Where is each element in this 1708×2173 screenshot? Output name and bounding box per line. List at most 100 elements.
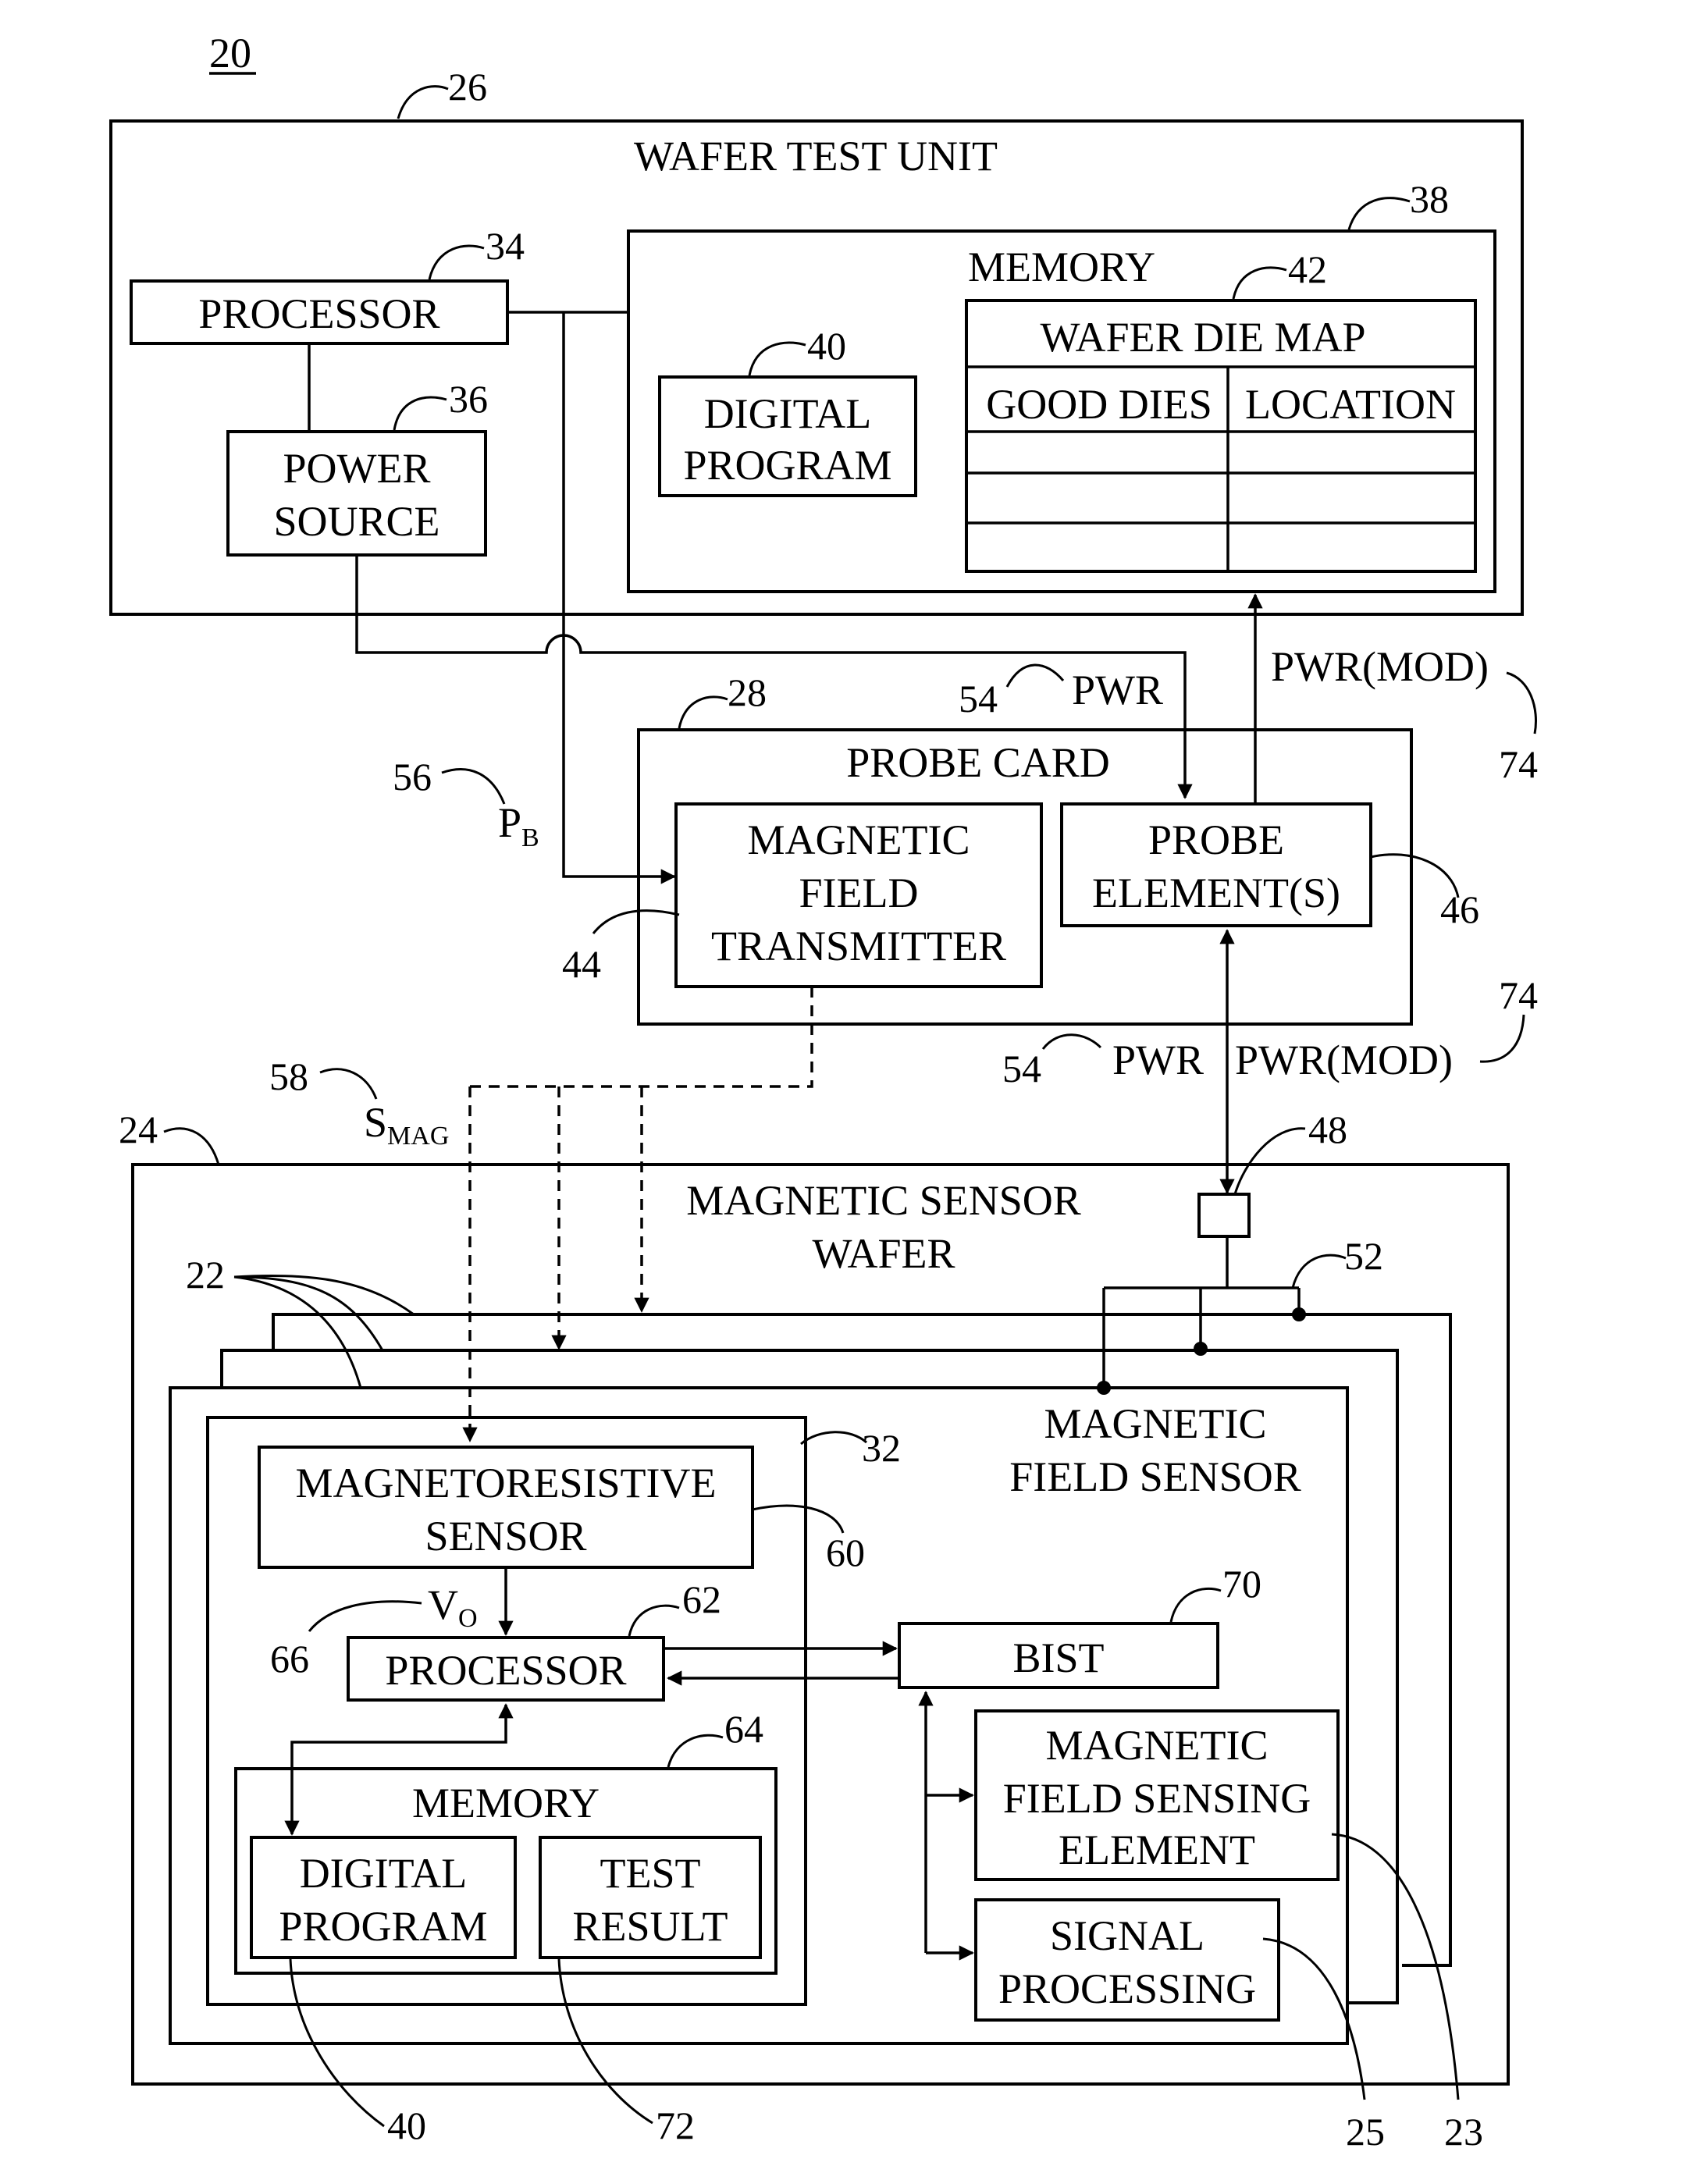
wafer-leader — [164, 1129, 219, 1165]
power-source-line1: POWER — [283, 445, 431, 492]
test-block-leader — [801, 1432, 866, 1444]
signal-processing-ref: 25 — [1346, 2110, 1385, 2153]
pwr-mod-ref-top: 74 — [1499, 742, 1538, 786]
wtu-processor-leader — [429, 246, 484, 279]
pwr-mod-label-top: PWR(MOD) — [1271, 643, 1489, 690]
pb-ref: 56 — [393, 755, 432, 798]
bist-label: BIST — [1012, 1634, 1104, 1681]
wtu-digital-program-leader — [749, 343, 806, 375]
magnetoresistive-line2: SENSOR — [425, 1513, 586, 1560]
sensor-processor-label: PROCESSOR — [385, 1647, 626, 1694]
wafer-ref: 24 — [119, 1108, 158, 1151]
pwr-leader-bottom — [1043, 1035, 1101, 1049]
signal-processing-line2: PROCESSING — [998, 1965, 1256, 2012]
signal-processing-line1: SIGNAL — [1050, 1912, 1204, 1959]
wtu-memory-ref: 38 — [1410, 177, 1449, 221]
smag-label: SMAG — [364, 1099, 449, 1151]
probe-card-title: PROBE CARD — [846, 739, 1110, 786]
sensor-memory-ref: 64 — [724, 1707, 763, 1751]
probe-element-line2: ELEMENT(S) — [1092, 870, 1340, 916]
smag-ref: 58 — [269, 1054, 308, 1098]
probe-card-ref: 28 — [728, 670, 767, 714]
wafer-die-map-leader — [1233, 268, 1286, 299]
vo-leader — [309, 1602, 422, 1631]
sensing-element-line2: FIELD SENSING — [1003, 1775, 1311, 1822]
magnetoresistive-ref: 60 — [826, 1531, 865, 1574]
wafer-title-line2: WAFER — [812, 1230, 955, 1277]
pwr-leader-top — [1007, 665, 1063, 687]
vo-ref: 66 — [270, 1637, 309, 1680]
transmitter-line3: TRANSMITTER — [711, 923, 1006, 969]
wafer-die-map-title: WAFER DIE MAP — [1040, 314, 1365, 361]
wtu-digital-program-ref: 40 — [807, 324, 846, 368]
smag-main: S — [364, 1099, 387, 1146]
sensor-title-line1: MAGNETIC — [1044, 1400, 1267, 1447]
vo-main: V — [428, 1581, 458, 1628]
wtu-digital-program-line2: PROGRAM — [683, 442, 891, 489]
dies-ref: 22 — [186, 1253, 225, 1296]
bist-ref: 70 — [1222, 1562, 1261, 1606]
power-bus-ref: 52 — [1344, 1234, 1383, 1278]
test-pad-leader — [1235, 1129, 1305, 1194]
test-result-line1: TEST — [600, 1850, 701, 1897]
wtu-memory-leader — [1349, 198, 1410, 229]
sensor-processor-ref: 62 — [682, 1577, 721, 1621]
sensing-element-line1: MAGNETIC — [1046, 1722, 1269, 1769]
pwr-mod-leader-bottom — [1480, 1015, 1524, 1062]
test-pad-ref: 48 — [1308, 1108, 1347, 1151]
sensing-element-line3: ELEMENT — [1059, 1826, 1255, 1873]
smag-leader — [320, 1069, 376, 1099]
transmitter-line2: FIELD — [799, 870, 919, 916]
pwr-ref-top: 54 — [959, 677, 998, 720]
wafer-title-line1: MAGNETIC SENSOR — [686, 1177, 1081, 1224]
pwr-mod-leader-top — [1507, 673, 1536, 734]
sensor-title-line2: FIELD SENSOR — [1009, 1453, 1301, 1500]
sensor-memory-title: MEMORY — [412, 1780, 600, 1826]
probe-element-ref: 46 — [1440, 887, 1479, 931]
power-source-ref: 36 — [449, 377, 488, 421]
wafer-test-unit-ref: 26 — [448, 65, 487, 108]
pwr-ref-bottom: 54 — [1002, 1047, 1041, 1090]
power-source-line2: SOURCE — [273, 498, 439, 545]
pb-subscript: B — [521, 823, 539, 852]
transmitter-leader — [593, 911, 679, 934]
pb-leader — [442, 770, 504, 804]
pb-control-line — [564, 312, 674, 877]
smag-field-path — [470, 987, 812, 1086]
sensor-digital-program-ref: 40 — [387, 2104, 426, 2147]
probe-card: PROBE CARD 28 MAGNETIC FIELD TRANSMITTER… — [562, 670, 1479, 1024]
probe-element-line1: PROBE — [1148, 816, 1284, 863]
wafer-die-map: WAFER DIE MAP GOOD DIES LOCATION 42 — [966, 247, 1475, 571]
pwr-mod-label-bottom: PWR(MOD) — [1235, 1037, 1453, 1083]
smag-subscript: MAG — [387, 1122, 449, 1151]
sensor-memory-leader — [668, 1735, 723, 1767]
figure-number: 20 — [209, 30, 251, 76]
die-map-col-good-dies: GOOD DIES — [986, 381, 1212, 428]
transmitter-line1: MAGNETIC — [748, 816, 970, 863]
dies-leader-3 — [234, 1277, 361, 1388]
pwr-mod-ref-bottom: 74 — [1499, 973, 1538, 1017]
bist-leader — [1171, 1588, 1221, 1622]
pwr-label-top: PWR — [1072, 667, 1163, 713]
sensor-digital-program-line2: PROGRAM — [279, 1903, 487, 1950]
wafer-test-unit-title: WAFER TEST UNIT — [634, 133, 998, 180]
wafer-test-unit-leader — [398, 87, 448, 119]
wtu-digital-program-line1: DIGITAL — [704, 390, 872, 437]
wtu-processor-ref: 34 — [486, 224, 525, 268]
pb-label: PB — [498, 799, 539, 852]
magnetic-sensor-wafer: MAGNETIC SENSOR WAFER 24 48 52 22 MAGNET… — [119, 1108, 1508, 2153]
wtu-memory-title: MEMORY — [968, 244, 1155, 290]
wafer-test-unit: WAFER TEST UNIT 26 PROCESSOR 34 POWER SO… — [111, 65, 1522, 614]
transmitter-ref: 44 — [562, 942, 601, 986]
magnetoresistive-line1: MAGNETORESISTIVE — [296, 1460, 717, 1506]
die-map-col-location: LOCATION — [1245, 381, 1456, 428]
sensor-digital-program-line1: DIGITAL — [300, 1850, 468, 1897]
vo-label: VO — [428, 1581, 478, 1633]
vo-subscript: O — [458, 1604, 478, 1633]
sensor-processor-leader — [629, 1606, 679, 1636]
magnetoresistive-leader — [753, 1506, 843, 1533]
test-result-leader — [559, 1959, 653, 2123]
test-pad — [1199, 1194, 1249, 1236]
pwr-label-bottom: PWR — [1112, 1037, 1204, 1083]
